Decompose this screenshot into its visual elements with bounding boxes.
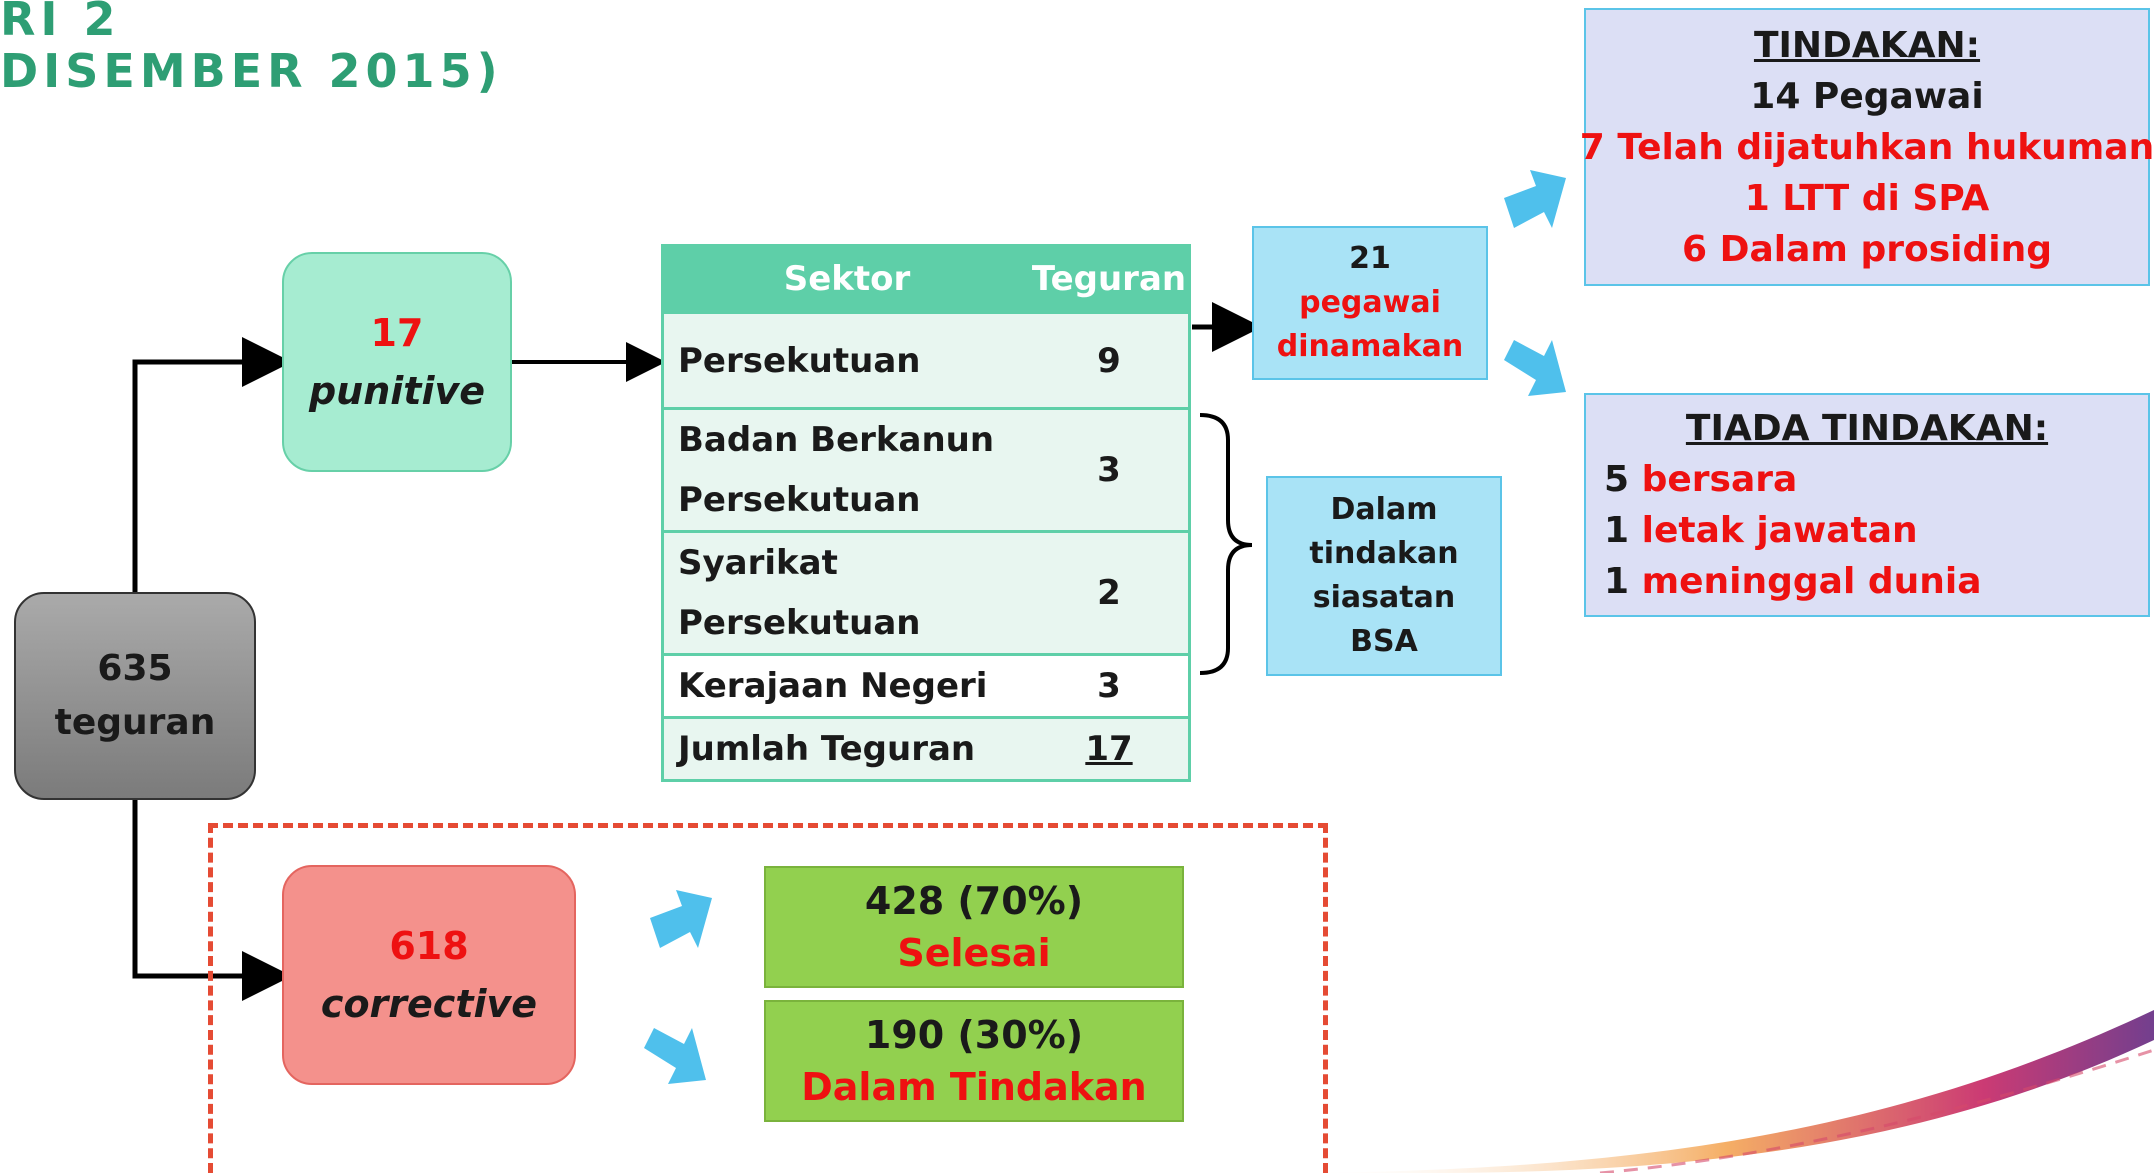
- dalam-value: 190 (30%): [864, 1013, 1084, 1057]
- tiada-tindakan-item: 1 letak jawatan: [1586, 505, 2148, 556]
- investigation-box: Dalam tindakan siasatan BSA: [1266, 476, 1502, 676]
- corrective-label: corrective: [320, 982, 538, 1026]
- status-dalam-tindakan-box: 190 (30%) Dalam Tindakan: [764, 1000, 1184, 1122]
- tindakan-title: TINDAKAN:: [1753, 24, 1981, 66]
- named-count: 21: [1349, 241, 1391, 276]
- investigation-line: Dalam: [1330, 492, 1438, 527]
- punitive-value: 17: [370, 311, 424, 355]
- tiada-tindakan-item: 1 meninggal dunia: [1586, 556, 2148, 607]
- cell-sektor: Badan Berkanun Persekutuan: [662, 407, 1030, 532]
- table-row: Badan Berkanun Persekutuan 3: [662, 407, 1190, 532]
- investigation-line: tindakan: [1309, 536, 1459, 571]
- cell-sektor: Syarikat Persekutuan: [662, 530, 1030, 655]
- table-row: Persekutuan 9: [662, 311, 1190, 409]
- header-title-line1: RI 2: [0, 0, 121, 46]
- header-title-line2: DISEMBER 2015): [0, 44, 503, 98]
- tindakan-box: TINDAKAN: 14 Pegawai 7 Telah dijatuhkan …: [1580, 8, 2154, 286]
- punitive-box: 17 punitive: [282, 252, 512, 472]
- table-total-row: Jumlah Teguran 17: [662, 716, 1190, 781]
- arrow-icon: [650, 890, 712, 948]
- tiada-tindakan-title: TIADA TINDAKAN:: [1685, 408, 2049, 449]
- item-text: letak jawatan: [1641, 510, 1918, 551]
- tiada-tindakan-item: 5 bersara: [1586, 454, 2148, 505]
- corrective-box: 618 corrective: [282, 865, 576, 1085]
- tindakan-line: 1 LTT di SPA: [1744, 177, 1990, 219]
- dalam-label: Dalam Tindakan: [801, 1065, 1147, 1109]
- cell-teguran-total: 17: [1030, 716, 1190, 781]
- tindakan-line: 6 Dalam prosiding: [1682, 228, 2052, 270]
- cell-sektor: Jumlah Teguran: [662, 716, 1030, 781]
- tiada-tindakan-box: TIADA TINDAKAN: 5 bersara 1 letak jawata…: [1584, 393, 2150, 617]
- cell-teguran: 3: [1030, 653, 1190, 718]
- named-officers-box: 21 pegawai dinamakan: [1252, 226, 1488, 380]
- cell-sektor-line2: Persekutuan: [678, 603, 921, 643]
- tindakan-line: 14 Pegawai: [1750, 75, 1984, 117]
- cell-sektor-line2: Persekutuan: [678, 480, 921, 520]
- item-count: 1: [1604, 510, 1630, 551]
- investigation-line: siasatan: [1312, 580, 1456, 615]
- item-count: 5: [1604, 459, 1630, 500]
- cell-teguran: 2: [1030, 530, 1190, 655]
- named-line1: pegawai: [1299, 285, 1441, 320]
- cell-sektor: Kerajaan Negeri: [662, 653, 1030, 718]
- cell-teguran: 3: [1030, 407, 1190, 532]
- corrective-dashed-region: [208, 823, 1328, 1173]
- table-header-row: Sektor Teguran: [662, 245, 1190, 313]
- named-line2: dinamakan: [1276, 329, 1464, 364]
- column-header-teguran: Teguran: [1030, 245, 1190, 313]
- cell-teguran: 9: [1030, 311, 1190, 409]
- selesai-label: Selesai: [897, 931, 1051, 975]
- status-selesai-box: 428 (70%) Selesai: [764, 866, 1184, 988]
- arrow-icon: [1504, 170, 1566, 228]
- sector-table: Sektor Teguran Persekutuan 9 Badan Berka…: [661, 244, 1191, 782]
- cell-sektor-line1: Syarikat: [678, 543, 838, 583]
- total-teguran-box: 635 teguran: [14, 592, 256, 800]
- total-label: teguran: [54, 702, 216, 743]
- arrow-icon: [1504, 340, 1566, 396]
- table-row: Kerajaan Negeri 3: [662, 653, 1190, 718]
- item-count: 1: [1604, 561, 1630, 602]
- punitive-label: punitive: [308, 369, 486, 413]
- table-row: Syarikat Persekutuan 2: [662, 530, 1190, 655]
- corrective-value: 618: [389, 924, 469, 968]
- decorative-wave: [1300, 1010, 2154, 1173]
- cell-sektor-line1: Badan Berkanun: [678, 420, 995, 460]
- selesai-value: 428 (70%): [864, 879, 1084, 923]
- arrow-icon: [644, 1028, 706, 1084]
- investigation-line: BSA: [1350, 624, 1418, 659]
- cell-sektor: Persekutuan: [662, 311, 1030, 409]
- item-text: bersara: [1641, 459, 1798, 500]
- tindakan-line: 7 Telah dijatuhkan hukuman: [1579, 126, 2154, 168]
- item-text: meninggal dunia: [1641, 561, 1982, 602]
- total-value: 635: [97, 648, 173, 689]
- column-header-sektor: Sektor: [662, 245, 1030, 313]
